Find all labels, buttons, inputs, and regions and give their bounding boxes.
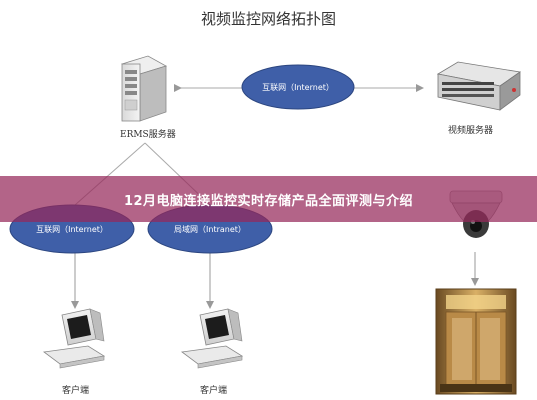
- client-right-icon: [180, 308, 244, 369]
- client-right-label: 客户端: [200, 386, 228, 396]
- network-internet-top: 互联网（Internet）: [241, 64, 355, 110]
- video-server-icon: [436, 61, 522, 111]
- diagram-title: 视频监控网络拓扑图: [200, 10, 336, 28]
- banner-text: 12月电脑连接监控实时存储产品全面评测与介绍: [123, 193, 414, 209]
- network-internet-left-label: 互联网（Internet）: [36, 225, 108, 234]
- erms-server-icon: [120, 55, 168, 122]
- client-left-icon: [42, 308, 106, 369]
- title-banner: 12月电脑连接监控实时存储产品全面评测与介绍: [0, 176, 537, 222]
- elevator-image: [435, 288, 517, 395]
- network-intranet-label: 局域网（Intranet）: [174, 224, 246, 234]
- network-internet-top-label: 互联网（Internet）: [262, 83, 334, 92]
- video-server-label: 视频服务器: [448, 126, 494, 136]
- client-left-label: 客户端: [62, 386, 90, 396]
- erms-server-label: ERMS服务器: [120, 130, 176, 140]
